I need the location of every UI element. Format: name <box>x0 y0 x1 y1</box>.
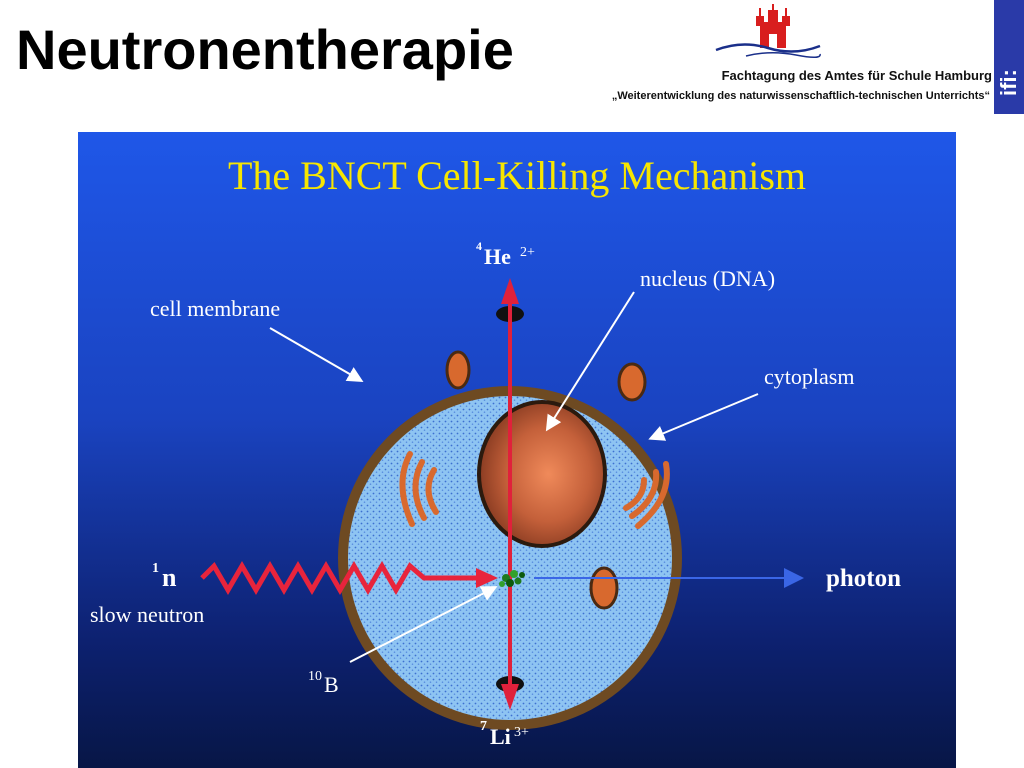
cytoplasm-pointer <box>648 393 759 441</box>
conference-subtitle: „Weiterentwicklung des naturwissenschaft… <box>611 90 990 102</box>
label-lithium-symbol: Li <box>490 724 511 749</box>
label-cell-membrane: cell membrane <box>150 296 280 321</box>
boron-cluster <box>499 570 525 587</box>
label-lithium-mass: 7 <box>480 719 487 734</box>
li-arrow-head <box>501 684 519 710</box>
ifi-logo-strip <box>994 0 1024 114</box>
figure-title: The BNCT Cell-Killing Mechanism <box>228 153 806 198</box>
label-neutron-mass: 1 <box>152 561 159 576</box>
bnct-diagram: The BNCT Cell-Killing Mechanism <box>90 153 901 749</box>
neutron-wave <box>200 561 478 595</box>
ifi-logo-text: ifi: <box>996 69 1021 96</box>
neutron-arrow-head <box>476 568 498 588</box>
page-title: Neutronentherapie <box>16 18 514 81</box>
boron-pointer <box>349 586 498 663</box>
hamburg-logo <box>715 4 821 58</box>
label-cytoplasm: cytoplasm <box>764 364 854 389</box>
nucleus <box>477 400 607 548</box>
label-nucleus: nucleus (DNA) <box>640 266 775 291</box>
label-helium-charge: 2+ <box>520 245 535 260</box>
label-boron-mass: 10 <box>308 669 322 684</box>
bnct-figure: The BNCT Cell-Killing Mechanism <box>78 132 956 768</box>
cell-membrane-pointer <box>269 327 364 383</box>
conference-title: Fachtagung des Amtes für Schule Hamburg <box>721 68 992 83</box>
label-neutron-symbol: n <box>162 563 177 592</box>
label-slow-neutron: slow neutron <box>90 602 204 627</box>
label-boron-symbol: B <box>324 672 339 697</box>
label-helium-mass: 4 <box>476 239 482 253</box>
label-lithium-charge: 3+ <box>514 725 529 740</box>
label-photon: photon <box>826 565 901 592</box>
he-arrow-head <box>501 278 519 304</box>
label-helium-symbol: He <box>484 244 511 269</box>
golgi-right <box>623 461 670 529</box>
golgi-left <box>399 451 439 527</box>
nucleus-pointer <box>545 291 635 432</box>
